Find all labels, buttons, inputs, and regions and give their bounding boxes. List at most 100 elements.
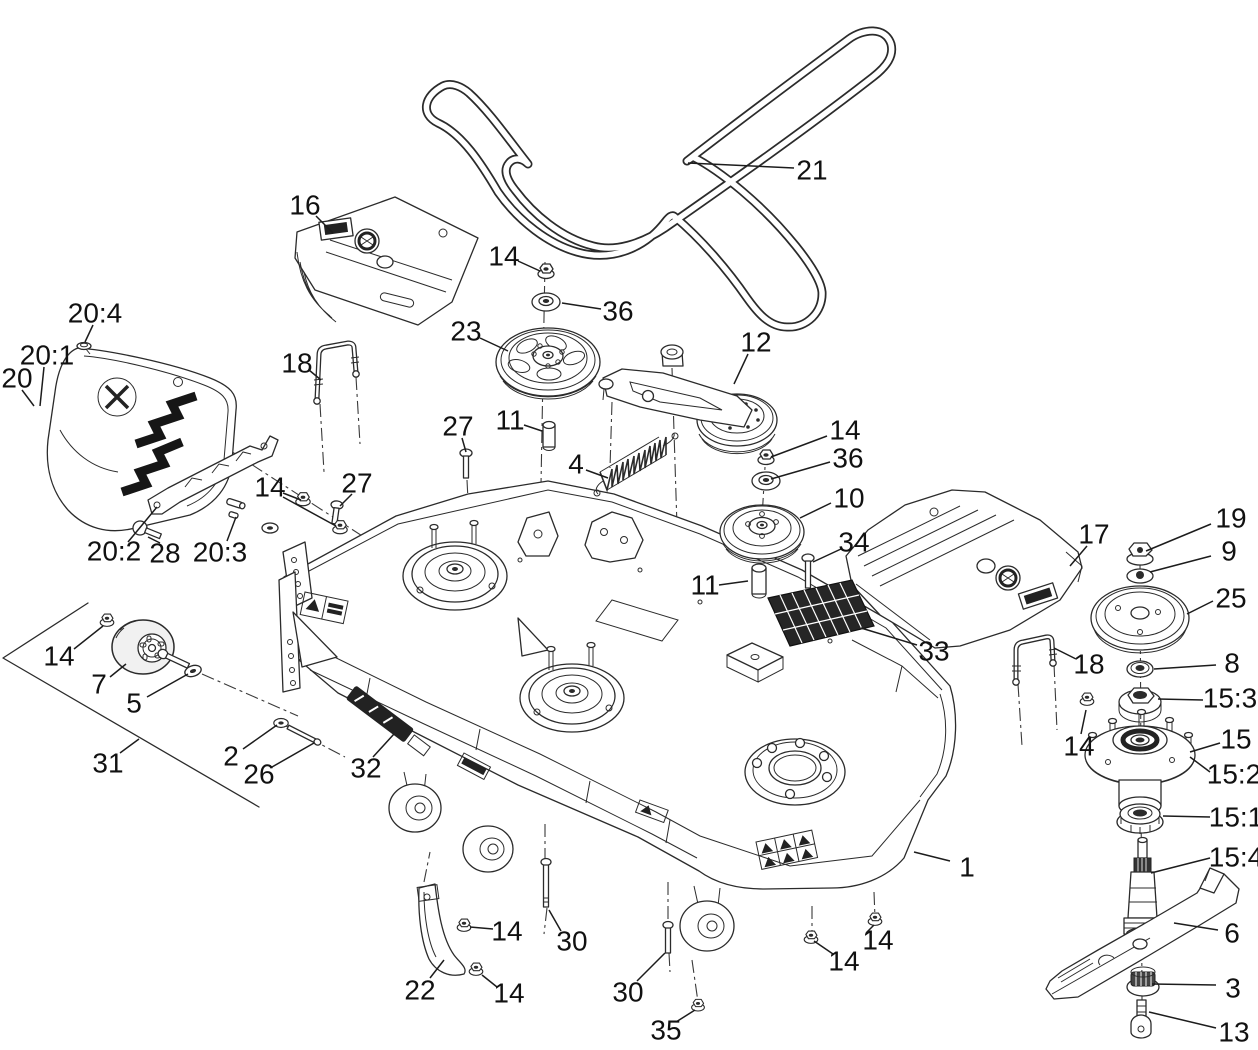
leader-line: [1080, 709, 1087, 735]
part-number: 21: [796, 155, 827, 186]
part-number: 1: [959, 852, 975, 883]
part-number: 36: [832, 443, 863, 474]
leader-line: [636, 952, 666, 982]
callout-35: 35: [650, 1009, 696, 1046]
leader-line: [127, 506, 158, 543]
leader-line: [308, 369, 322, 381]
part-number: 15:3: [1203, 683, 1258, 714]
part-number: 2: [223, 741, 239, 772]
leader-line: [109, 663, 127, 678]
leader-line: [865, 924, 875, 934]
leader-line: [913, 851, 951, 862]
callout-28: 28: [147, 536, 181, 569]
part-number: 14: [862, 925, 893, 956]
belt-cover-16: [294, 196, 479, 326]
part-number: 20: [1, 363, 32, 394]
leader-line: [282, 496, 337, 527]
bolt-27-a: [459, 448, 473, 479]
callout-21: 21: [687, 155, 828, 186]
anti-scalp-rollers: [388, 771, 735, 952]
part-number: 27: [341, 468, 372, 499]
part-number: 20:2: [87, 536, 142, 567]
callout-5: 5: [126, 673, 189, 719]
part-number: 11: [690, 570, 719, 601]
leader-line: [770, 435, 828, 458]
leader-line: [812, 548, 842, 563]
leader-line: [147, 536, 161, 544]
spindle-assembly-column: [1084, 542, 1196, 941]
nut-14-top: [537, 263, 555, 280]
part-number: 35: [650, 1015, 681, 1046]
callout-25: 25: [1186, 583, 1247, 615]
part-number: 16: [289, 190, 320, 221]
leader-line: [733, 353, 749, 385]
part-number: 28: [149, 538, 180, 569]
spacer-11-b: [751, 563, 767, 599]
leader-line: [1150, 857, 1211, 874]
leader-line: [282, 492, 302, 501]
nut-35: [691, 998, 705, 1012]
leader-line: [523, 424, 543, 432]
leader-line: [1157, 698, 1204, 701]
part-number: 12: [740, 327, 771, 358]
belt-cover-17: [845, 489, 1083, 649]
callout-33: 33: [860, 627, 950, 667]
part-number: 11: [495, 405, 524, 436]
leader-line: [339, 493, 353, 507]
callout-15: 15: [1189, 724, 1252, 755]
callout-8: 8: [1153, 648, 1240, 679]
leader-line: [84, 324, 94, 343]
callout-20: 20: [1, 363, 35, 407]
part-number: 10: [833, 483, 864, 514]
mower-deck: [278, 480, 957, 952]
part-number: 15: [1220, 724, 1251, 755]
bolt-26: [286, 724, 322, 746]
leader-line: [799, 502, 832, 519]
washer-36-top: [531, 292, 561, 312]
part-number: 20:4: [68, 298, 123, 329]
part-number: 5: [126, 688, 142, 719]
callout-26: 26: [243, 742, 315, 790]
leader-line: [271, 742, 315, 768]
callout-17: 17: [1069, 519, 1110, 567]
callout-14: 14: [469, 916, 523, 947]
nut-14-deflector-b: [468, 962, 484, 976]
leader-line: [1148, 1011, 1217, 1029]
part-number: 32: [350, 753, 381, 784]
leader-line: [481, 974, 498, 988]
belt-cover-20: [46, 347, 237, 532]
spindle-right: [744, 737, 846, 806]
callout-14: 14: [862, 924, 894, 956]
leader-line: [813, 940, 834, 955]
deflector-22: [416, 883, 466, 976]
leader-line: [687, 162, 795, 169]
idler-pulley-23: [495, 327, 601, 400]
part-number: 9: [1221, 536, 1237, 567]
part-number: 19: [1215, 503, 1246, 534]
wheel-bolt-5: [157, 648, 191, 669]
leader-line: [1069, 545, 1088, 567]
callout-15-4: 15:4: [1150, 842, 1258, 874]
leader-line: [39, 366, 45, 407]
bolt-34: [801, 553, 815, 589]
part-number: 14: [828, 946, 859, 977]
part-number: 31: [92, 748, 123, 779]
callout-16: 16: [289, 190, 334, 234]
leader-line: [429, 959, 445, 979]
washer-14-left: [261, 522, 279, 534]
small-decal-front: [456, 752, 492, 781]
callout-14: 14: [488, 241, 541, 272]
part-number: 15:1: [1209, 802, 1258, 833]
part-number: 27: [442, 411, 473, 442]
group-bracket-line: [2, 602, 260, 808]
callout-30: 30: [612, 952, 666, 1008]
leader-line: [1145, 523, 1212, 552]
callout-36: 36: [561, 296, 634, 327]
caster-wheel-7: [111, 619, 175, 675]
leader-line: [860, 627, 918, 646]
callout-31: 31: [92, 738, 140, 779]
warning-decal-front-right: [755, 829, 819, 870]
support-rod-18-left: [313, 340, 360, 405]
